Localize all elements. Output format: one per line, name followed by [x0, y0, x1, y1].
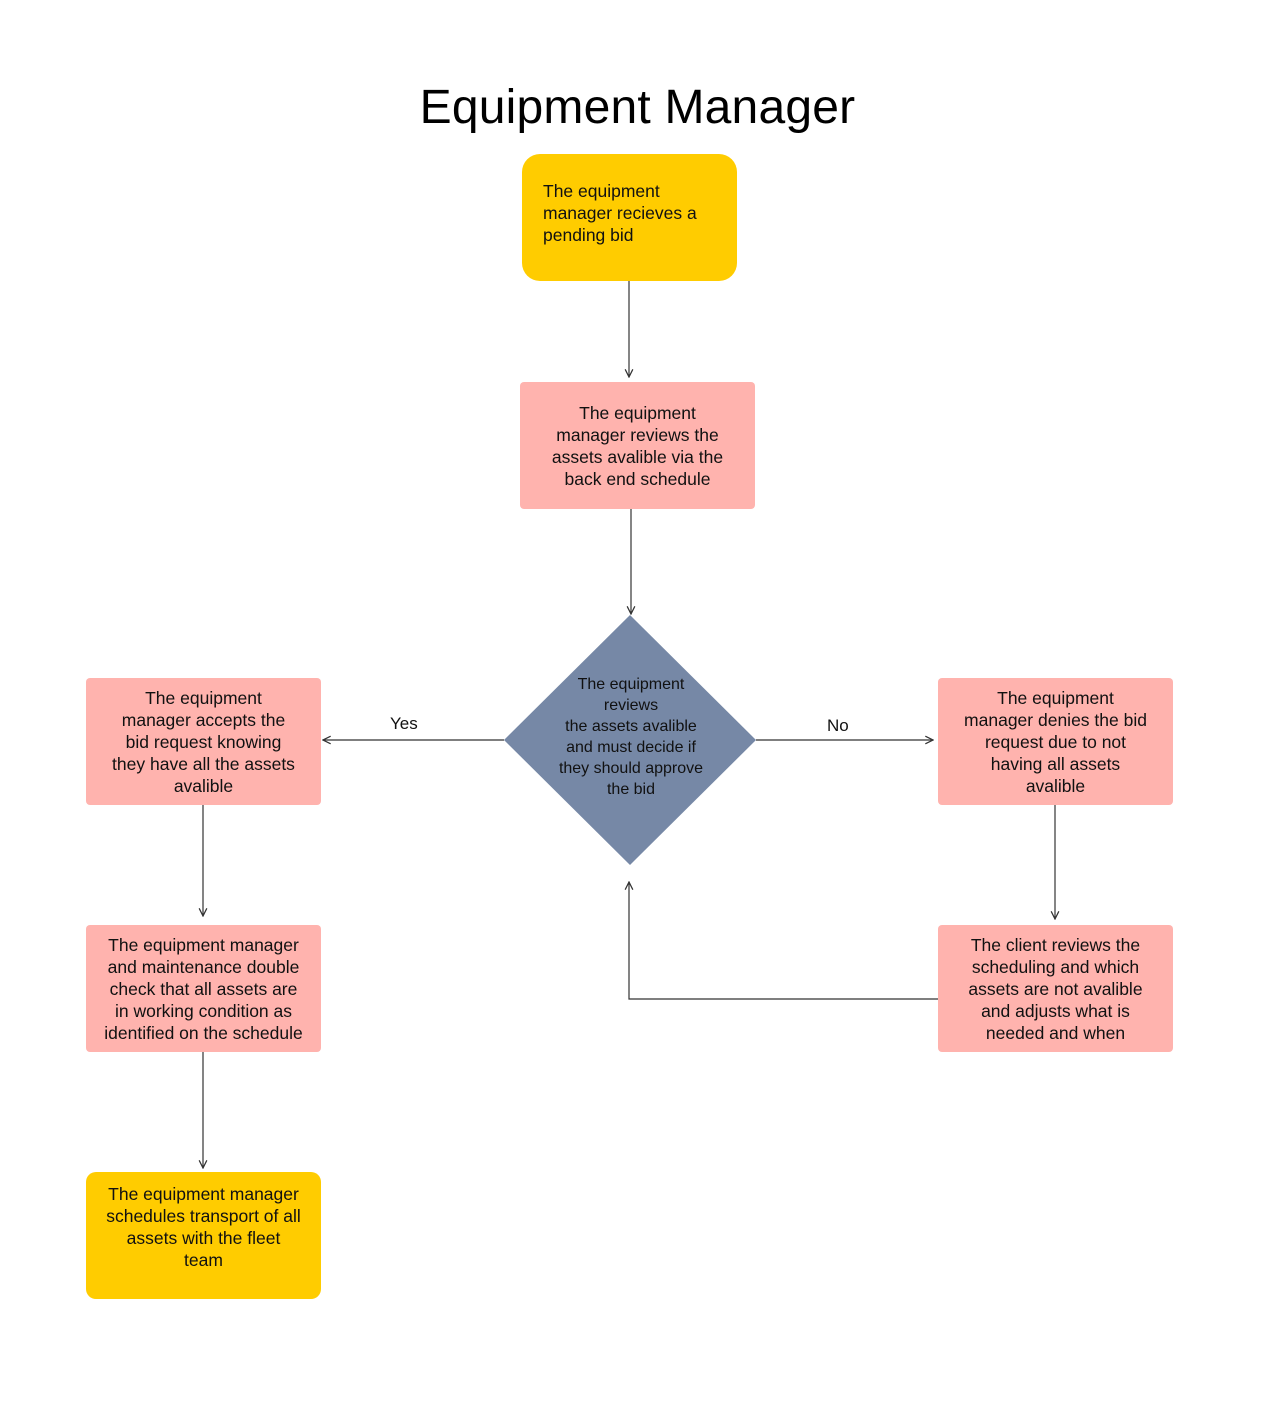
- start-node-text: The equipment manager recieves a pending…: [543, 181, 697, 245]
- deny-node: The equipment manager denies the bid req…: [938, 678, 1173, 805]
- schedule-transport-text: The equipment manager schedules transpor…: [106, 1184, 301, 1270]
- review-assets-node: The equipment manager reviews the assets…: [520, 382, 755, 509]
- decision-diamond: [504, 615, 756, 865]
- arrow-client-to-decision: [629, 882, 938, 1000]
- deny-text: The equipment manager denies the bid req…: [964, 687, 1147, 796]
- client-review-text: The client reviews the scheduling and wh…: [968, 934, 1143, 1043]
- schedule-transport-node: The equipment manager schedules transpor…: [86, 1172, 321, 1299]
- no-label: No: [827, 716, 849, 735]
- start-node: The equipment manager recieves a pending…: [522, 154, 737, 281]
- client-review-node: The client reviews the scheduling and wh…: [938, 925, 1173, 1052]
- accept-node: The equipment manager accepts the bid re…: [86, 678, 321, 805]
- decision-text: The equipment reviews the assets avalibl…: [558, 676, 704, 798]
- double-check-node: The equipment manager and maintenance do…: [86, 925, 321, 1052]
- review-assets-text: The equipment manager reviews the assets…: [551, 402, 724, 489]
- double-check-text: The equipment manager and maintenance do…: [104, 934, 303, 1043]
- yes-label: Yes: [390, 714, 418, 733]
- diagram-title: Equipment Manager: [419, 81, 856, 134]
- accept-text: The equipment manager accepts the bid re…: [112, 687, 295, 796]
